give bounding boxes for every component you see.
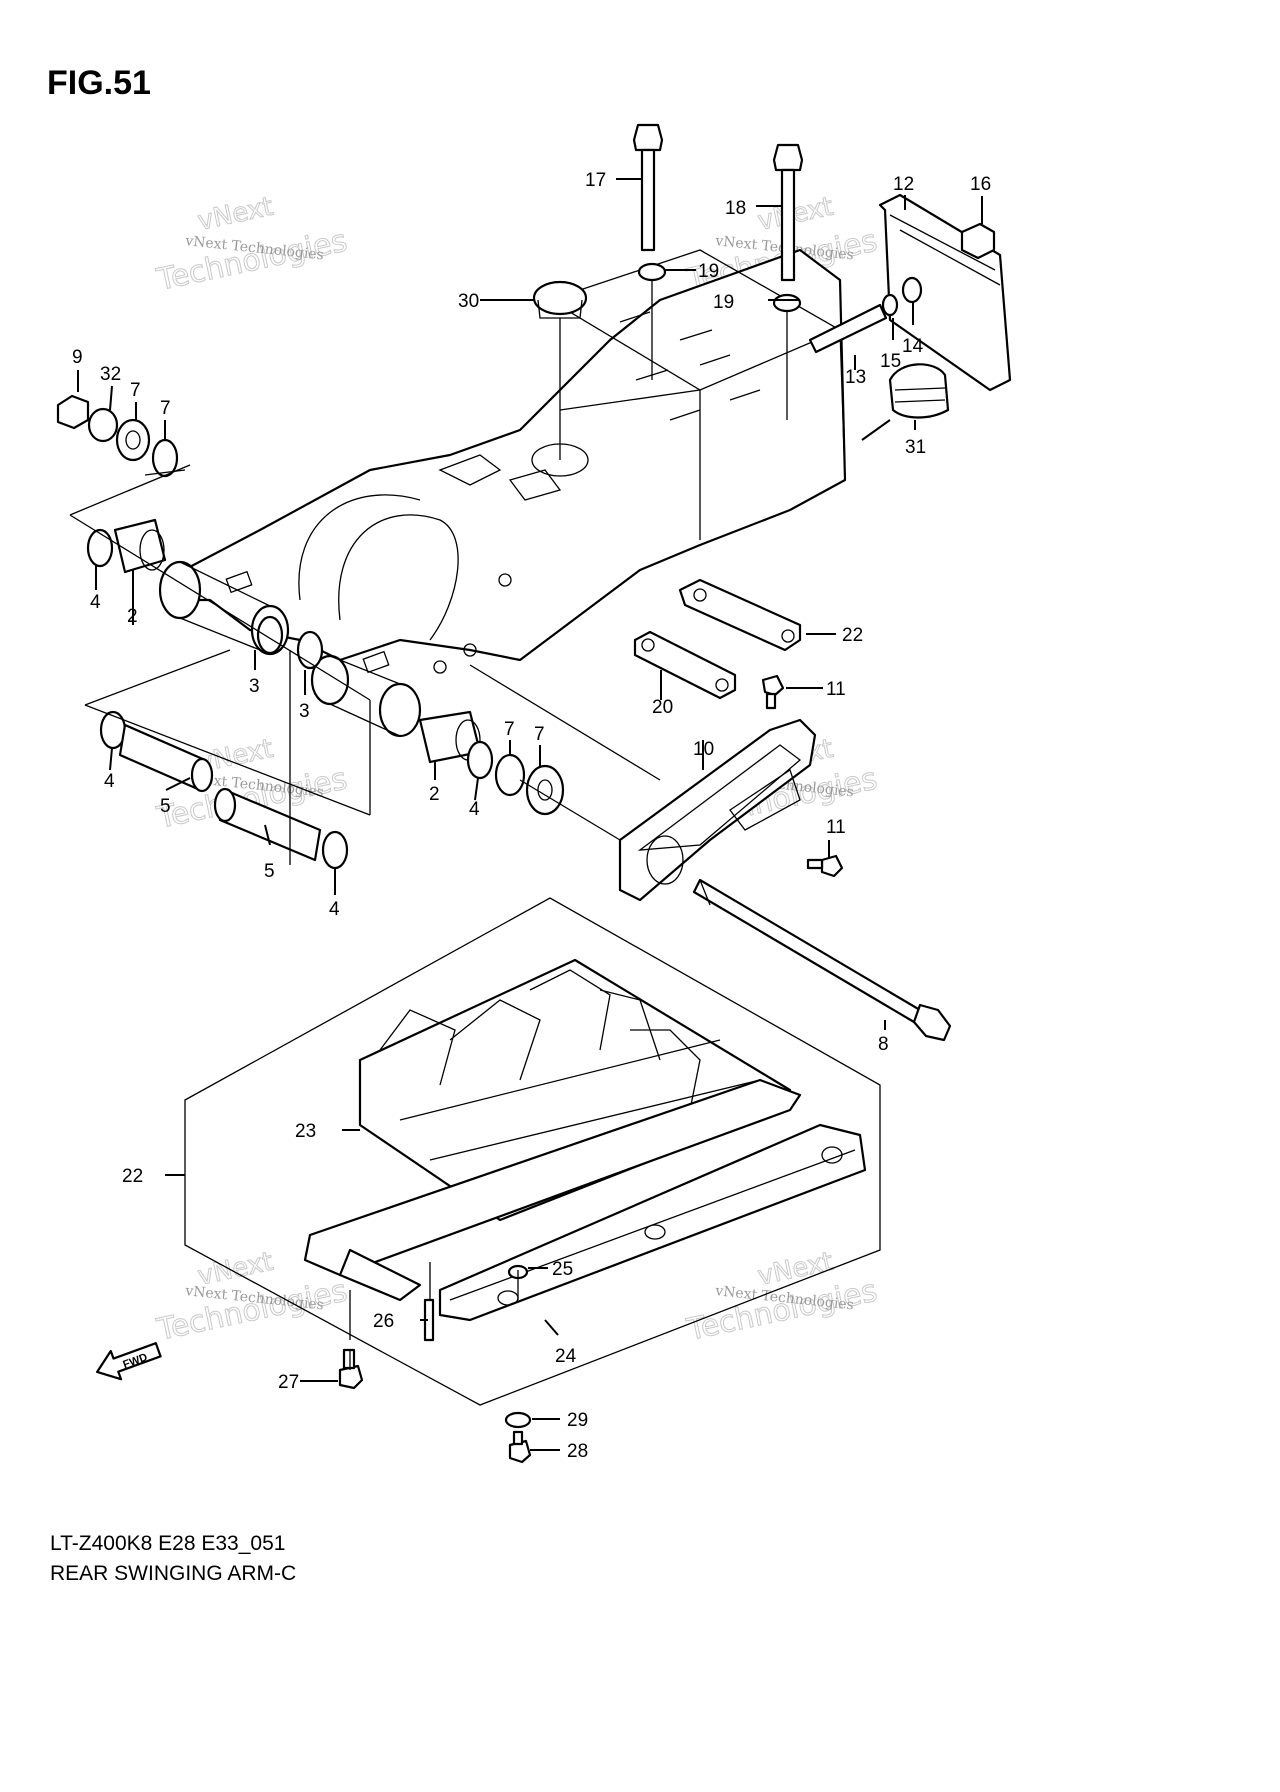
callout-16: 16 (970, 174, 991, 195)
callout-7: 7 (504, 719, 515, 740)
watermark-brand: vNext (755, 192, 836, 237)
callout-2: 2 (127, 606, 138, 627)
callout-11: 11 (826, 817, 846, 838)
callout-19: 19 (713, 292, 734, 313)
callout-19: 19 (698, 261, 719, 282)
fwd-arrow-icon: FWD (96, 1342, 162, 1381)
leader-lines (77, 178, 983, 1451)
callout-31: 31 (905, 437, 926, 458)
callout-22: 22 (122, 1166, 143, 1187)
callout-4: 4 (104, 771, 115, 792)
callout-14: 14 (902, 336, 924, 357)
callout-12: 12 (893, 174, 914, 195)
callout-numbers: 17 18 19 19 30 12 16 13 15 14 31 22 20 1… (72, 170, 991, 1462)
watermark-brand: vNext (195, 192, 276, 237)
callout-10: 10 (693, 739, 714, 760)
chain-adjuster-hardware (532, 123, 1012, 710)
callout-5: 5 (264, 861, 275, 882)
callout-4: 4 (90, 592, 101, 613)
callout-6: 7 (534, 724, 545, 745)
callout-5: 5 (160, 796, 171, 817)
callout-32: 32 (100, 364, 121, 385)
callout-21: 22 (842, 625, 863, 646)
callout-3: 3 (299, 701, 310, 722)
callout-8: 8 (878, 1034, 889, 1055)
callout-23: 23 (295, 1121, 316, 1142)
callout-15: 15 (880, 351, 901, 372)
callout-13: 13 (845, 367, 866, 388)
callout-27: 27 (278, 1372, 299, 1393)
callout-17: 17 (585, 170, 606, 191)
callout-7: 7 (160, 398, 171, 419)
callout-2: 2 (429, 784, 440, 805)
callout-18: 18 (725, 198, 746, 219)
callout-6: 7 (130, 380, 141, 401)
callout-4: 4 (329, 899, 340, 920)
callout-4: 4 (469, 799, 480, 820)
pivot-hardware (56, 394, 565, 870)
model-code-label: LT-Z400K8 E28 E33_051 (50, 1532, 286, 1555)
callout-29: 29 (567, 1410, 588, 1431)
callout-24: 24 (555, 1346, 577, 1367)
callout-9: 9 (72, 347, 83, 368)
callout-20: 20 (652, 697, 673, 718)
swing-arm (158, 248, 847, 738)
chain-guide-bracket (469, 664, 952, 1042)
callout-11: 11 (826, 679, 846, 700)
callout-28: 28 (567, 1441, 588, 1462)
figure-title: FIG.51 (47, 64, 151, 102)
watermark-top-left: vNext Technologies vNext Technologies (153, 191, 351, 298)
callout-30: 30 (458, 291, 479, 312)
callout-3: 3 (249, 676, 260, 697)
skid-plate-assembly (184, 897, 881, 1464)
callout-26: 26 (373, 1311, 394, 1332)
callout-25: 25 (552, 1259, 573, 1280)
figure-name-label: REAR SWINGING ARM-C (50, 1562, 297, 1585)
